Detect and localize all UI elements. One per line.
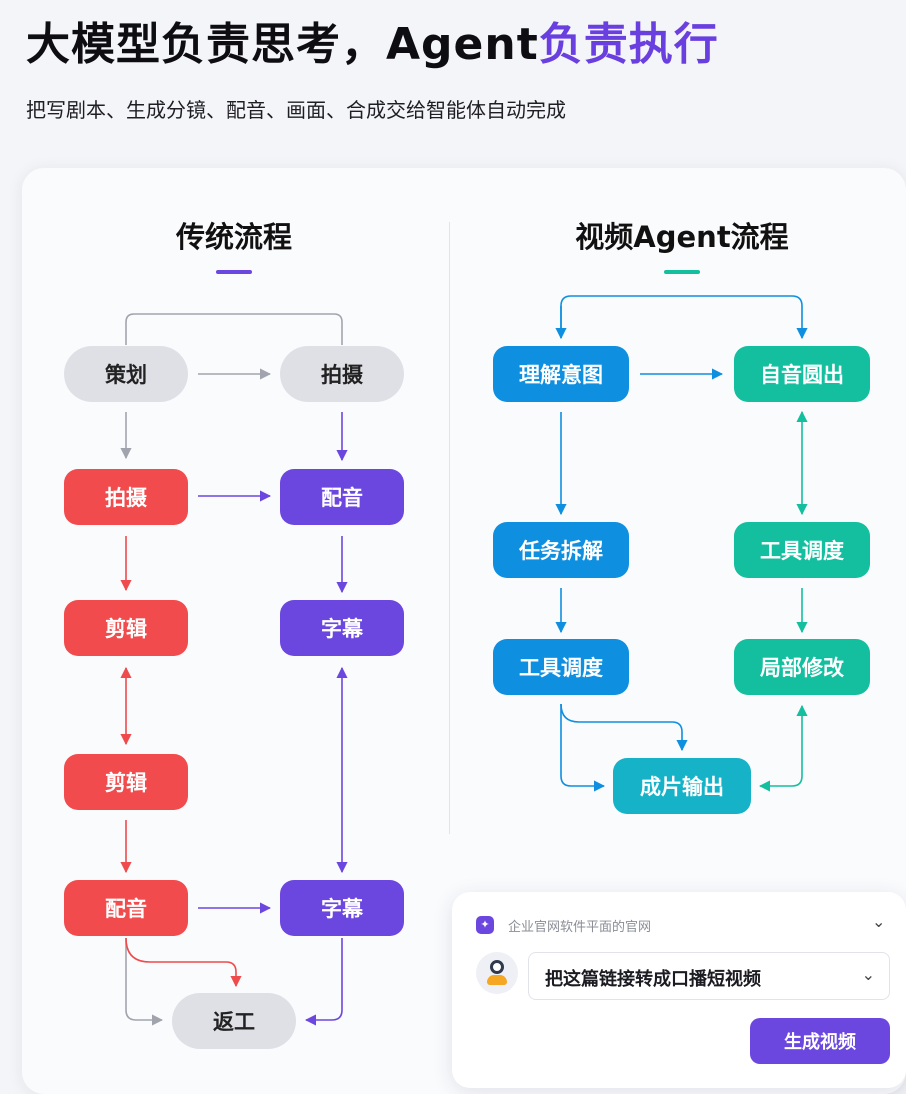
agent-underline — [664, 270, 700, 274]
node-subtitle-top: 字幕 — [280, 600, 404, 656]
headline-accent: 负责执行 — [538, 19, 719, 70]
node-dub: 配音 — [64, 880, 188, 936]
chevron-down-icon: ⌄ — [861, 965, 875, 984]
node-tool-dispatch-right: 工具调度 — [734, 522, 870, 578]
avatar — [476, 952, 518, 994]
node-self-check: 自音圆出 — [734, 346, 870, 402]
page-subtitle: 把写剧本、生成分镜、配音、画面、合成交给智能体自动完成 — [26, 98, 566, 122]
avatar-head — [490, 960, 504, 974]
headline-main: 大模型负责思考，Agent — [26, 19, 539, 70]
node-task-decompose: 任务拆解 — [493, 522, 629, 578]
prompt-text: 把这篇链接转成口播短视频 — [545, 969, 761, 990]
node-edit-1: 剪辑 — [64, 600, 188, 656]
chevron-down-icon[interactable]: ⌄ — [872, 912, 886, 931]
agent-title: 视频Agent流程 — [575, 220, 789, 254]
node-understand-intent: 理解意图 — [493, 346, 629, 402]
avatar-body — [487, 975, 507, 985]
node-subtitle: 字幕 — [280, 880, 404, 936]
node-dub-top: 配音 — [280, 469, 404, 525]
generate-video-button[interactable]: 生成视频 — [750, 1018, 890, 1064]
app-name: 企业官网软件平面的官网 — [508, 920, 652, 935]
node-final-output: 成片输出 — [613, 758, 751, 814]
node-shoot-top: 拍摄 — [280, 346, 404, 402]
node-plan: 策划 — [64, 346, 188, 402]
traditional-underline — [216, 270, 252, 274]
prompt-select[interactable]: 把这篇链接转成口播短视频 ⌄ — [528, 952, 890, 1000]
page-headline: 大模型负责思考，Agent负责执行 — [26, 8, 719, 72]
node-local-edit: 局部修改 — [734, 639, 870, 695]
star-icon: ✦ — [476, 916, 494, 934]
prompt-panel: ✦ 企业官网软件平面的官网 ⌄ 把这篇链接转成口播短视频 ⌄ 生成视频 — [452, 892, 906, 1088]
node-tool-dispatch-left: 工具调度 — [493, 639, 629, 695]
node-rework: 返工 — [172, 993, 296, 1049]
column-divider — [449, 222, 450, 834]
node-edit-2: 剪辑 — [64, 754, 188, 810]
node-shoot: 拍摄 — [64, 469, 188, 525]
traditional-title: 传统流程 — [175, 220, 293, 254]
